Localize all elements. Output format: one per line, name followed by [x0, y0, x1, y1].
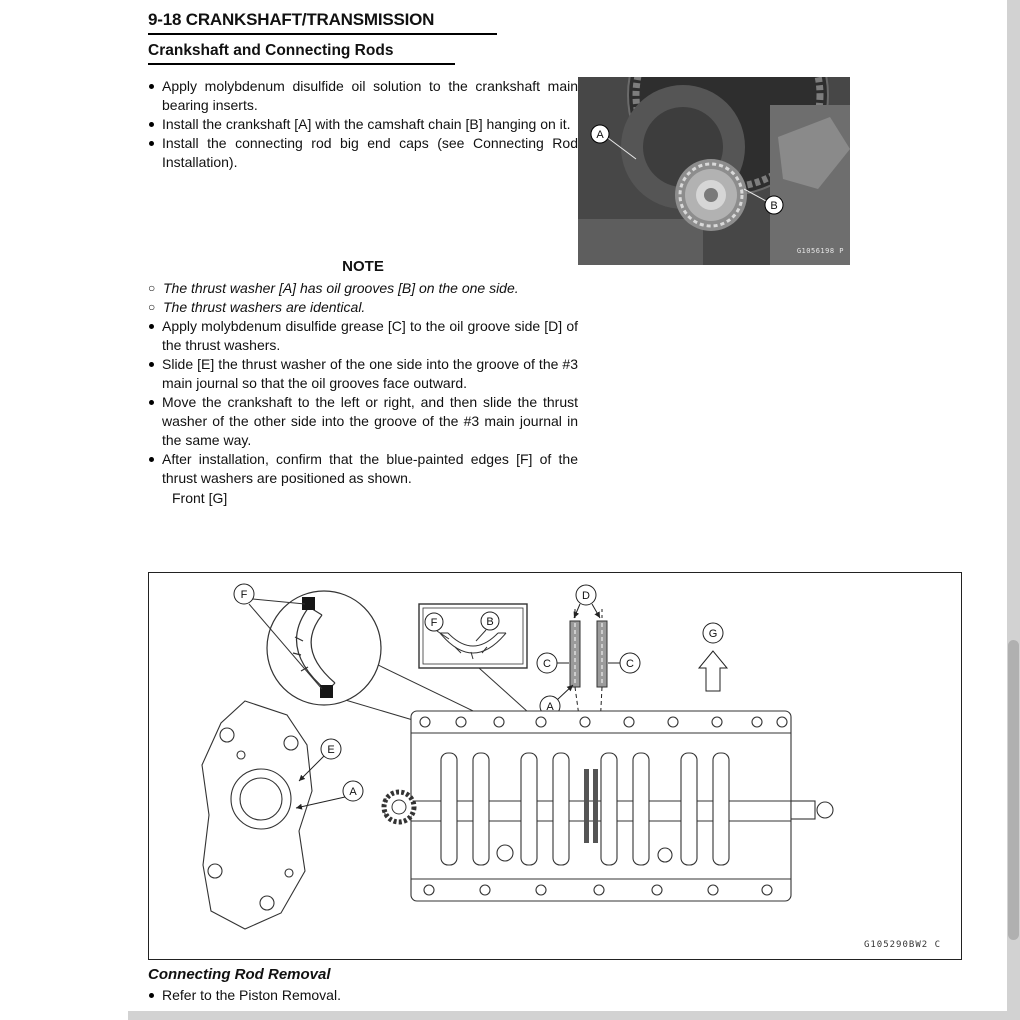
photo-callout-b-label: B: [770, 200, 777, 212]
callout-d: D: [575, 584, 597, 606]
instruction-bullet: After installation, confirm that the blu…: [148, 450, 578, 488]
vertical-scrollbar-thumb[interactable]: [1008, 640, 1019, 940]
callout-a-crank: A: [295, 780, 364, 810]
callout-f-detail: F: [233, 583, 323, 690]
callout-b-inset-label: B: [486, 616, 493, 628]
front-arrow-icon: [697, 650, 729, 692]
thrust-washer-detail: [266, 590, 382, 706]
front-label: Front [G]: [172, 490, 228, 506]
instruction-bullet: Apply molybdenum disulfide oil solution …: [148, 77, 578, 115]
callout-c-left-label: C: [543, 658, 551, 670]
note-item: The thrust washer [A] has oil grooves [B…: [148, 279, 578, 298]
procedure-bullet-list: Apply molybdenum disulfide grease [C] to…: [148, 317, 578, 488]
instruction-bullet: Apply molybdenum disulfide grease [C] to…: [148, 317, 578, 355]
callout-a-crank-label: A: [349, 786, 357, 798]
note-list: The thrust washer [A] has oil grooves [B…: [148, 279, 578, 317]
left-cover-drawing: [201, 700, 313, 930]
instruction-bullet: Install the crankshaft [A] with the cams…: [148, 115, 578, 134]
footer-bullet-list: Refer to the Piston Removal.: [148, 986, 648, 1005]
callout-f-inset-label: F: [431, 617, 438, 629]
page-footer-section: Connecting Rod Removal Refer to the Pist…: [148, 966, 648, 1005]
note-item: The thrust washers are identical.: [148, 298, 578, 317]
page-header: 9-18 CRANKSHAFT/TRANSMISSION: [148, 10, 435, 29]
instruction-bullet: Install the connecting rod big end caps …: [148, 134, 578, 172]
callout-f-detail-label: F: [241, 589, 248, 601]
installation-diagram-image: F F B: [201, 583, 941, 950]
note-heading: NOTE: [342, 258, 384, 275]
diagram-code: G105290BW2 C: [864, 940, 941, 950]
callout-f-inset: F: [424, 612, 444, 632]
section-title: Crankshaft and Connecting Rods: [148, 42, 394, 59]
page-header-rule: 9-18 CRANKSHAFT/TRANSMISSION: [148, 10, 497, 35]
callout-c-right: C: [608, 652, 641, 674]
instruction-bullet: Move the crankshaft to the left or right…: [148, 393, 578, 450]
installation-diagram: F F B: [148, 572, 962, 960]
vertical-scrollbar[interactable]: [1007, 0, 1020, 1020]
photo-callout-a-label: A: [596, 129, 604, 141]
callout-b-inset: B: [480, 611, 500, 631]
callout-c-left: C: [536, 652, 569, 674]
callout-c-right-label: C: [626, 658, 634, 670]
callout-a-washers-label: A: [546, 701, 554, 713]
crankshaft-photo: A B G1056198 P: [578, 0, 850, 265]
callout-e-label: E: [327, 744, 334, 756]
intro-bullet-list: Apply molybdenum disulfide oil solution …: [148, 77, 578, 172]
crankcase-drawing: [384, 710, 834, 902]
callout-d-label: D: [582, 590, 590, 602]
section-header-rule: Crankshaft and Connecting Rods: [148, 42, 455, 65]
instruction-bullet: Refer to the Piston Removal.: [148, 986, 648, 1005]
horizontal-scrollbar[interactable]: [128, 1011, 1007, 1020]
engine-photo-shapes: [578, 0, 850, 265]
subsection-title: Connecting Rod Removal: [148, 966, 331, 983]
photo-callout-b: B: [743, 188, 784, 215]
instruction-bullet: Slide [E] the thrust washer of the one s…: [148, 355, 578, 393]
crankshaft-photo-image: A B G1056198 P: [578, 0, 850, 265]
page-content: 9-18 CRANKSHAFT/TRANSMISSION Crankshaft …: [148, 0, 962, 508]
callout-e: E: [298, 738, 342, 782]
photo-callout-a: A: [590, 124, 637, 160]
photo-code: G1056198 P: [797, 247, 844, 255]
intro-columns: Apply molybdenum disulfide oil solution …: [148, 0, 962, 508]
text-column: Apply molybdenum disulfide oil solution …: [148, 77, 578, 508]
callout-g: G: [697, 622, 729, 692]
callout-g-label: G: [709, 628, 718, 640]
primary-gear-drawing: [381, 789, 417, 825]
